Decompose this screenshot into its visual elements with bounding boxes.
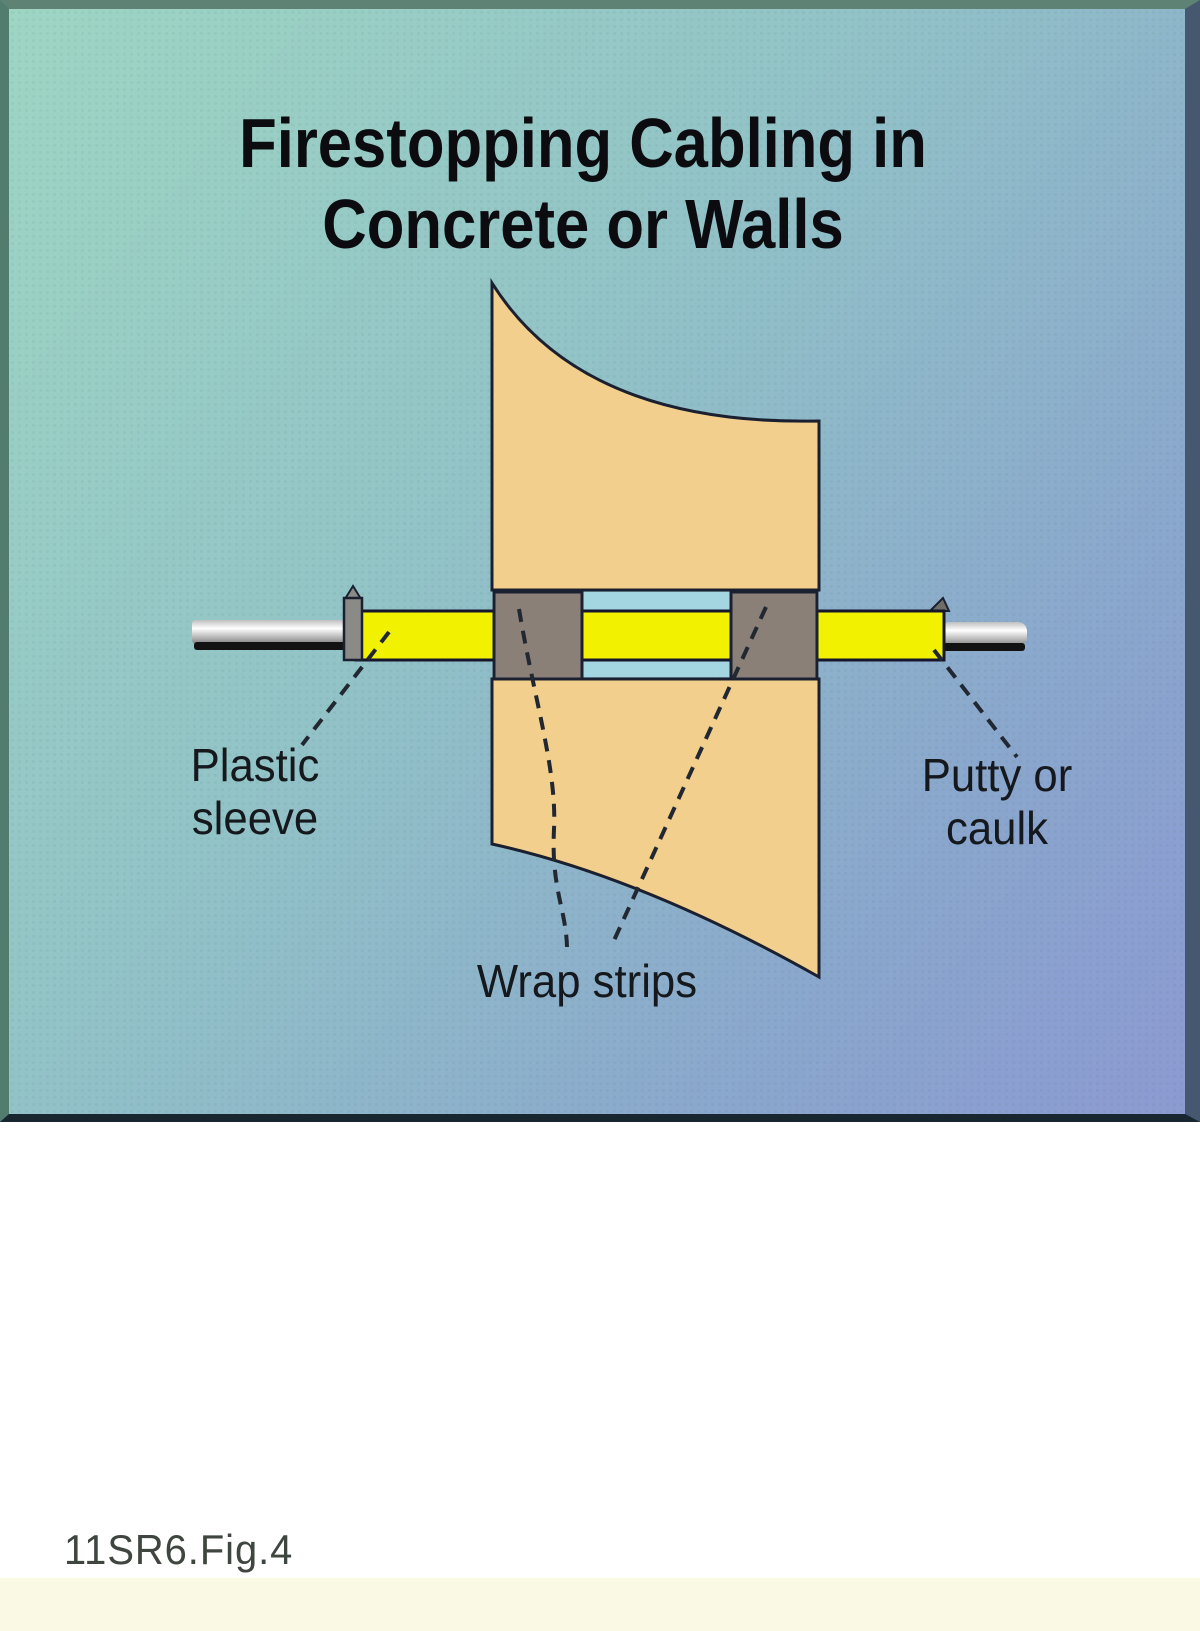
diagram-panel: Firestopping Cabling in Concrete or Wall… bbox=[0, 0, 1200, 1122]
cable-right-shadow bbox=[941, 643, 1025, 651]
sleeve-tip-right bbox=[927, 596, 951, 612]
cable-right bbox=[941, 622, 1027, 646]
cable-left bbox=[192, 620, 362, 644]
firestop-diagram bbox=[192, 277, 1027, 980]
leader-wrap-strip-left bbox=[517, 608, 569, 948]
wrap-strip-right bbox=[729, 590, 819, 681]
wrap-strip-left bbox=[492, 590, 584, 681]
leader-putty-caulk bbox=[932, 648, 1019, 759]
sleeve-flange-left bbox=[342, 596, 364, 662]
cable-left-shadow bbox=[194, 642, 362, 650]
diagram-title: Firestopping Cabling in Concrete or Wall… bbox=[239, 104, 927, 264]
label-wrap-strips: Wrap strips bbox=[476, 955, 698, 1007]
label-putty-caulk: Putty or caulk bbox=[921, 749, 1073, 855]
figure-caption: 11SR6.Fig.4 bbox=[64, 1526, 294, 1573]
wall-lower bbox=[490, 677, 821, 980]
leader-wrap-strip-right bbox=[609, 606, 768, 948]
leader-plastic-sleeve bbox=[300, 630, 391, 747]
wall-upper bbox=[490, 277, 821, 592]
bottom-strip bbox=[0, 1578, 1200, 1631]
label-plastic-sleeve: Plastic sleeve bbox=[190, 739, 320, 845]
plastic-sleeve bbox=[354, 609, 946, 662]
